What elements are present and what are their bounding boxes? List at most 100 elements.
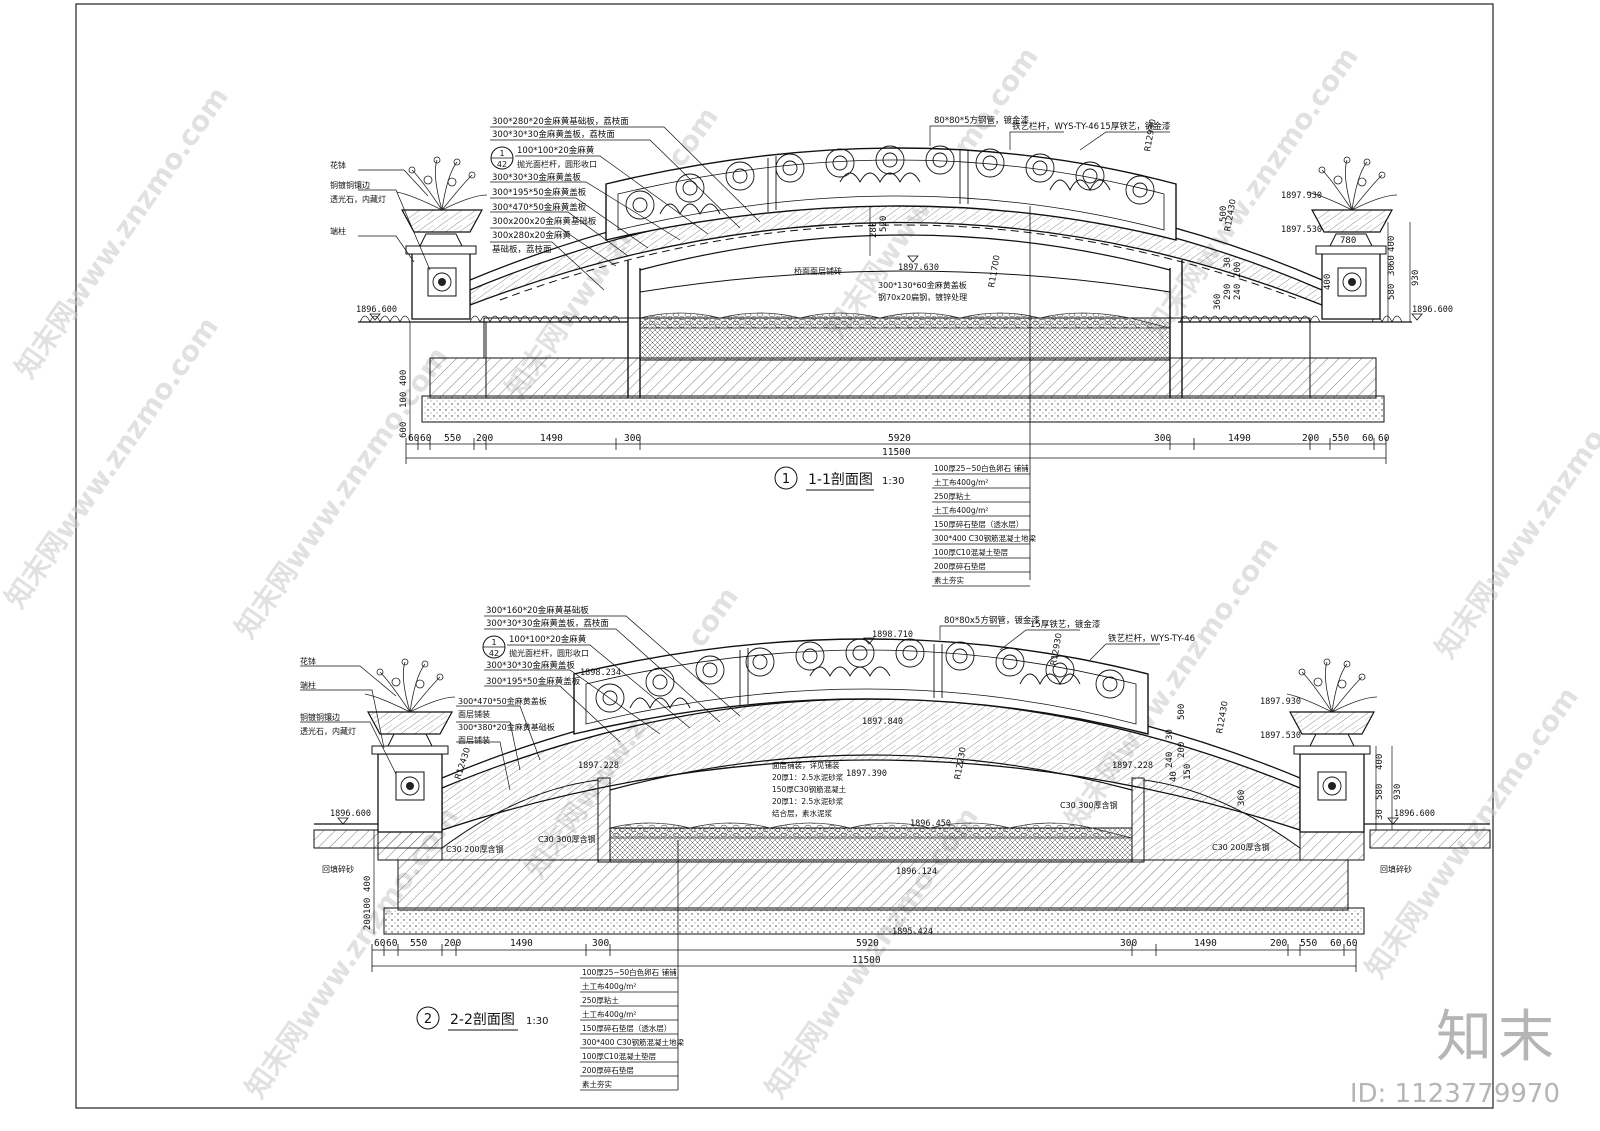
leader-lines-1 — [358, 125, 1170, 291]
top-label: 80*80*5方钢管，镀金漆 — [934, 115, 1030, 126]
layer-text: 素土夯实 — [934, 575, 964, 585]
elevations-2: 1898.710 1898.234 1897.840 1897.390 1897… — [330, 630, 1435, 937]
svg-text:550: 550 — [410, 938, 427, 949]
dims-mid-1: 280 520 500 30 200 290 240 360 — [869, 206, 1243, 310]
dims-left-1: 400 100 600 — [399, 322, 411, 440]
leader-text-1: 300*280*20金麻黄基础板，荔枝面 300*30*30金麻黄盖板，荔枝面 … — [330, 115, 1171, 302]
svg-text:520: 520 — [879, 216, 889, 232]
left-label: 铜镀铜镶边 — [300, 712, 340, 722]
leader-text: 300*195*50金麻黄盖板 — [492, 187, 587, 198]
side-label: 回填碎砂 — [1380, 864, 1412, 874]
leader-text: 300*470*50金麻黄盖板 — [492, 202, 587, 213]
image-id: ID: 1123779970 — [1349, 1079, 1560, 1109]
elevation-mark: 1896.600 — [1394, 809, 1435, 819]
layer-text: 250厚粘土 — [582, 995, 619, 1005]
svg-text:60: 60 — [408, 433, 420, 444]
radius-label: R11700 — [987, 254, 1003, 288]
inner-label: 钢70x20扁钢，镀锌处理 — [878, 292, 967, 302]
svg-text:1490: 1490 — [510, 938, 533, 949]
leader-text: 300*280*20金麻黄基础板，荔枝面 — [492, 116, 629, 127]
elevation-mark: 1898.710 — [872, 630, 913, 640]
leader-text: 300*30*30金麻黄盖板 — [492, 172, 581, 183]
top-label: 80*80x5方钢管，镀金漆 — [944, 615, 1040, 626]
inner-label: 桥面面层铺砖 — [794, 266, 842, 276]
svg-text:400: 400 — [399, 370, 409, 386]
svg-text:1: 1 — [491, 638, 496, 647]
inner-label: 结合层，素水泥浆 — [772, 808, 832, 818]
dims-left-2: 400 100 200 — [363, 830, 375, 934]
grass-left — [359, 315, 621, 324]
layer-text: 300*400 C30钢筋混凝土地梁 — [934, 533, 1037, 543]
layer-text: 250厚粘土 — [934, 491, 971, 501]
svg-text:30: 30 — [1223, 257, 1233, 268]
elevation-mark: 1896.600 — [330, 809, 371, 819]
leader-text: 300*30*30金麻黄盖板，荔枝面 — [492, 129, 615, 140]
svg-text:知末网www.znzmo.com: 知末网www.znzmo.com — [229, 341, 455, 644]
top-label: 15厚铁艺，镀金漆 — [1030, 619, 1101, 630]
section-1-1: 300*280*20金麻黄基础板，荔枝面 300*30*30金麻黄盖板，荔枝面 … — [330, 115, 1453, 587]
inner-label: 150厚C30钢筋混凝土 — [772, 784, 847, 794]
layer-text: 100厚C10混凝土垫层 — [582, 1051, 657, 1061]
svg-text:60: 60 — [1362, 433, 1374, 444]
leader-text: 300*195*50金麻黄盖板 — [486, 676, 581, 687]
layer-text: 土工布400g/m² — [934, 505, 988, 515]
section-2-2: 300*160*20金麻黄基础板 300*30*30金麻黄盖板，荔枝面 100*… — [300, 605, 1491, 1091]
flowers-left — [396, 156, 488, 211]
arch-soffit — [639, 234, 1171, 271]
svg-text:60: 60 — [386, 938, 398, 949]
svg-text:200: 200 — [1233, 262, 1243, 278]
concrete-footing — [397, 859, 1349, 911]
svg-text:300: 300 — [1154, 433, 1171, 444]
pebble-layer — [639, 312, 1171, 329]
svg-text:280: 280 — [869, 222, 879, 238]
layer-text: 土工布400g/m² — [582, 981, 636, 991]
layer-text: 土工布400g/m² — [934, 477, 988, 487]
svg-text:42: 42 — [489, 649, 499, 658]
svg-text:5920: 5920 — [856, 938, 879, 949]
radius-label: R12430 — [1215, 700, 1231, 734]
dim-chain-1: 60 60 550 200 1490 300 5920 300 1490 200… — [405, 433, 1390, 464]
svg-text:400: 400 — [1375, 754, 1385, 770]
svg-text:11500: 11500 — [882, 447, 911, 458]
elevation-mark: 1896.124 — [896, 867, 937, 877]
leader-text: 300*380*20金麻黄基础板 — [458, 722, 555, 732]
svg-text:930: 930 — [1393, 784, 1403, 800]
elevations-1: 1896.600 1896.600 1897.630 1897.930 1897… — [356, 191, 1453, 321]
svg-text:300: 300 — [624, 433, 641, 444]
section-title: 1-1剖面图 — [808, 472, 873, 488]
inner-label: 面层铺装，详见铺装 — [772, 760, 840, 770]
svg-text:580: 580 — [1375, 784, 1385, 800]
svg-text:1490: 1490 — [1194, 938, 1217, 949]
left-label: 花钵 — [330, 160, 346, 170]
svg-text:360: 360 — [1213, 294, 1223, 310]
elevation-mark: 1896.600 — [1412, 305, 1453, 315]
svg-text:400: 400 — [1323, 274, 1333, 290]
svg-text:40: 40 — [1169, 771, 1179, 782]
svg-text:580: 580 — [1387, 284, 1397, 300]
leader-text: 100*100*20金麻黄 — [517, 145, 595, 156]
leader-text: 300*30*30金麻黄盖板，荔枝面 — [486, 618, 609, 629]
svg-text:300: 300 — [1120, 938, 1137, 949]
svg-text:550: 550 — [444, 433, 461, 444]
top-label: 铁艺栏杆，WYS-TY-46 — [1012, 121, 1099, 132]
svg-text:360: 360 — [1237, 790, 1247, 806]
leader-text: 100*100*20金麻黄 — [509, 634, 587, 645]
svg-text:200: 200 — [1177, 742, 1187, 758]
leader-text: 300*160*20金麻黄基础板 — [486, 605, 589, 616]
leader-text: 300*30*30金麻黄盖板 — [486, 660, 575, 671]
leader-text: 300*470*50金麻黄盖板 — [458, 696, 547, 706]
svg-text:1: 1 — [499, 149, 504, 158]
left-label: 铜镀铜镶边 — [330, 180, 370, 190]
planter-bowl — [400, 209, 484, 233]
layer-text: 土工布400g/m² — [582, 1009, 636, 1019]
top-label: 铁艺栏杆，WYS-TY-46 — [1108, 633, 1195, 644]
svg-text:60: 60 — [1346, 938, 1358, 949]
svg-text:2: 2 — [424, 1012, 432, 1027]
layer-text: 200厚碎石垫层 — [582, 1065, 634, 1075]
elevation-mark: 1897.390 — [846, 769, 887, 779]
railing-panel — [573, 638, 1149, 735]
svg-text:550: 550 — [1332, 433, 1349, 444]
svg-text:11500: 11500 — [852, 955, 881, 966]
svg-text:500: 500 — [1219, 206, 1229, 222]
